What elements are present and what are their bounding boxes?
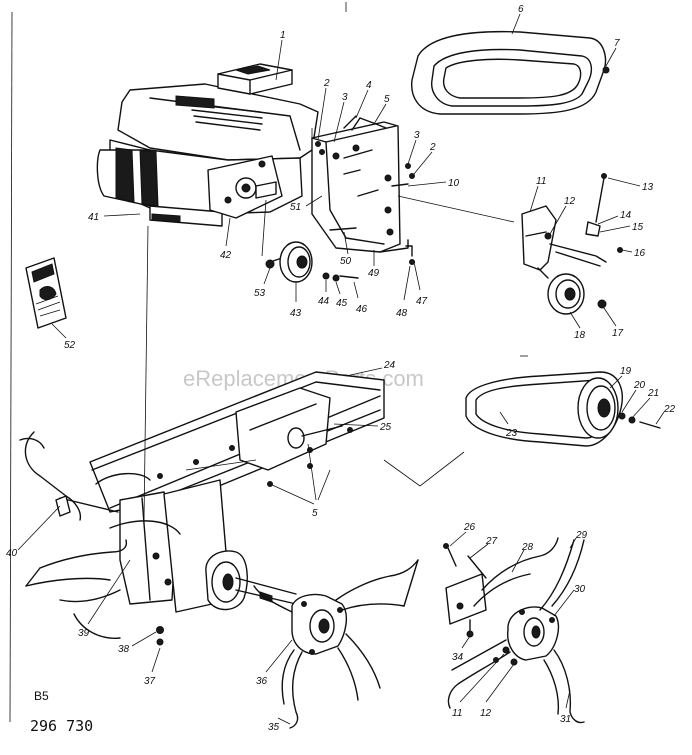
- callout-51: 51: [290, 202, 301, 213]
- callout-39: 39: [78, 628, 90, 639]
- callout-15: 15: [632, 222, 644, 233]
- callout-12b: 12: [480, 708, 492, 719]
- callout-1: 1: [280, 30, 286, 41]
- callout-25: 25: [379, 422, 392, 433]
- callout-35: 35: [268, 722, 280, 733]
- belt-guard-icon: [411, 30, 610, 115]
- callout-29: 29: [575, 530, 588, 541]
- callout-11b: 11: [452, 708, 462, 719]
- callout-43: 43: [290, 308, 302, 319]
- engine-bracket: [311, 121, 409, 253]
- callout-47: 47: [416, 296, 428, 307]
- callout-21: 21: [647, 388, 659, 399]
- page-code: B5: [34, 689, 49, 703]
- callout-34: 34: [452, 652, 464, 663]
- callout-7: 7: [614, 38, 620, 49]
- callout-22: 22: [663, 404, 676, 415]
- callout-38: 38: [118, 644, 130, 655]
- callout-23: 23: [505, 428, 518, 439]
- callout-17: 17: [612, 328, 624, 339]
- callout-41: 41: [88, 212, 99, 223]
- callout-10: 10: [448, 178, 460, 189]
- drive-belt: [465, 371, 661, 447]
- owners-manual-icon: [25, 257, 67, 329]
- callout-5b: 5: [312, 508, 318, 519]
- callout-3: 3: [342, 92, 348, 103]
- callout-30: 30: [574, 584, 586, 595]
- callout-4: 4: [366, 80, 372, 91]
- callout-36: 36: [256, 676, 268, 687]
- axle-hub: [205, 550, 297, 611]
- callout-28: 28: [521, 542, 534, 553]
- callout-24: 24: [383, 360, 396, 371]
- right-tine-assembly: [443, 537, 585, 724]
- callout-49: 49: [368, 268, 380, 279]
- callout-2b: 2: [429, 142, 436, 153]
- callout-20: 20: [633, 380, 646, 391]
- callout-27: 27: [485, 536, 498, 547]
- bracket-hardware: [315, 115, 415, 265]
- callout-16: 16: [634, 248, 646, 259]
- tine-icon: [19, 431, 181, 639]
- idler-assembly: [521, 173, 623, 315]
- callout-37: 37: [144, 676, 156, 687]
- callout-45: 45: [336, 298, 348, 309]
- page-border-line: [9, 11, 13, 723]
- callout-12: 12: [564, 196, 576, 207]
- callout-44: 44: [318, 296, 330, 307]
- callout-31: 31: [560, 714, 571, 725]
- engine-pulley: [265, 241, 359, 283]
- callout-2: 2: [323, 78, 330, 89]
- callout-19: 19: [620, 366, 632, 377]
- callout-11: 11: [536, 176, 546, 187]
- callout-48: 48: [396, 308, 408, 319]
- callout-52: 52: [64, 340, 76, 351]
- callout-14: 14: [620, 210, 632, 221]
- callout-50: 50: [340, 256, 352, 267]
- callouts: 1 2 3 4 5 6 7 3 2 10 11 12 13 14 15 16 1…: [6, 4, 676, 733]
- reference-lines: [143, 128, 528, 521]
- callout-26: 26: [463, 522, 476, 533]
- drawing-number: 296 730: [30, 717, 93, 735]
- callout-46: 46: [356, 304, 368, 315]
- callout-42: 42: [220, 250, 232, 261]
- callout-6: 6: [518, 4, 524, 15]
- main-frame: [89, 371, 385, 646]
- center-tine-assembly: [253, 559, 419, 729]
- callout-40: 40: [6, 548, 18, 559]
- engine-icon: [96, 63, 319, 227]
- callout-13: 13: [642, 182, 654, 193]
- callout-18: 18: [574, 330, 586, 341]
- callout-3b: 3: [414, 130, 420, 141]
- callout-5: 5: [384, 94, 390, 105]
- callout-53: 53: [254, 288, 266, 299]
